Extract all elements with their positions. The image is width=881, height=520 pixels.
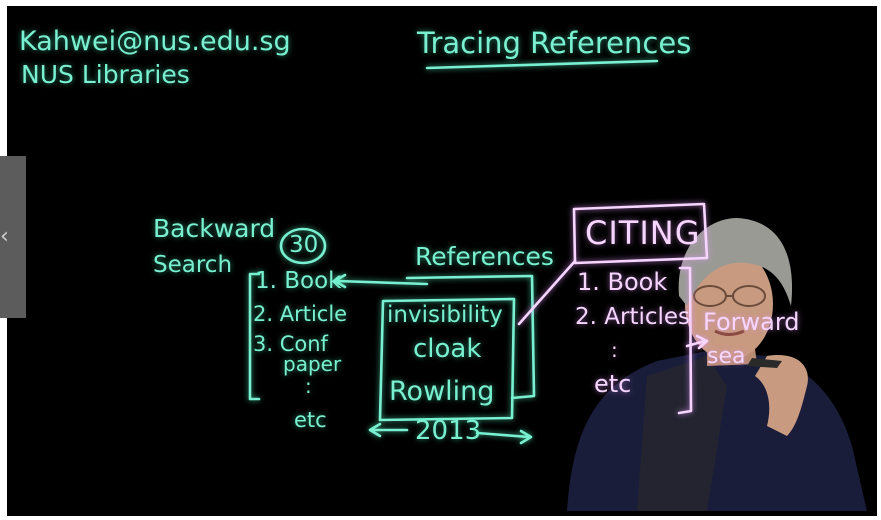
book-title-line-1: invisibility	[387, 302, 503, 328]
backward-item: 2. Article	[253, 302, 348, 326]
book-title-line-2: cloak	[413, 334, 482, 364]
org-label: NUS Libraries	[21, 60, 190, 89]
board-strokes	[248, 59, 709, 445]
citing-item: 2. Articles	[575, 304, 691, 330]
backward-item: paper	[283, 352, 342, 376]
chevron-left-icon: ‹	[0, 224, 9, 249]
book-year: 2013	[415, 416, 482, 446]
references-label: References	[415, 242, 554, 271]
backward-label: Backward	[153, 214, 276, 243]
book-author: Rowling	[389, 376, 495, 407]
forward-search-label: sea	[707, 344, 746, 369]
video-frame: Kahwei@nus.edu.sg NUS Libraries Tracing …	[7, 6, 877, 516]
citing-label: CITING	[585, 214, 701, 252]
backward-item: 3. Conf	[253, 332, 328, 356]
backward-item: etc	[294, 408, 327, 432]
reference-count: 30	[289, 232, 319, 258]
citing-item: :	[611, 338, 618, 362]
citing-item: 1. Book	[577, 268, 668, 296]
board-title: Tracing References	[417, 26, 692, 60]
backward-item: :	[305, 374, 312, 398]
citing-item: etc	[594, 370, 632, 398]
search-label: Search	[153, 252, 233, 278]
backward-item: 1. Book	[255, 268, 342, 294]
email-label: Kahwei@nus.edu.sg	[19, 26, 291, 57]
previous-slide-button[interactable]: ‹	[0, 156, 26, 318]
presenter-figure	[567, 218, 867, 511]
forward-label: Forward	[703, 308, 800, 336]
